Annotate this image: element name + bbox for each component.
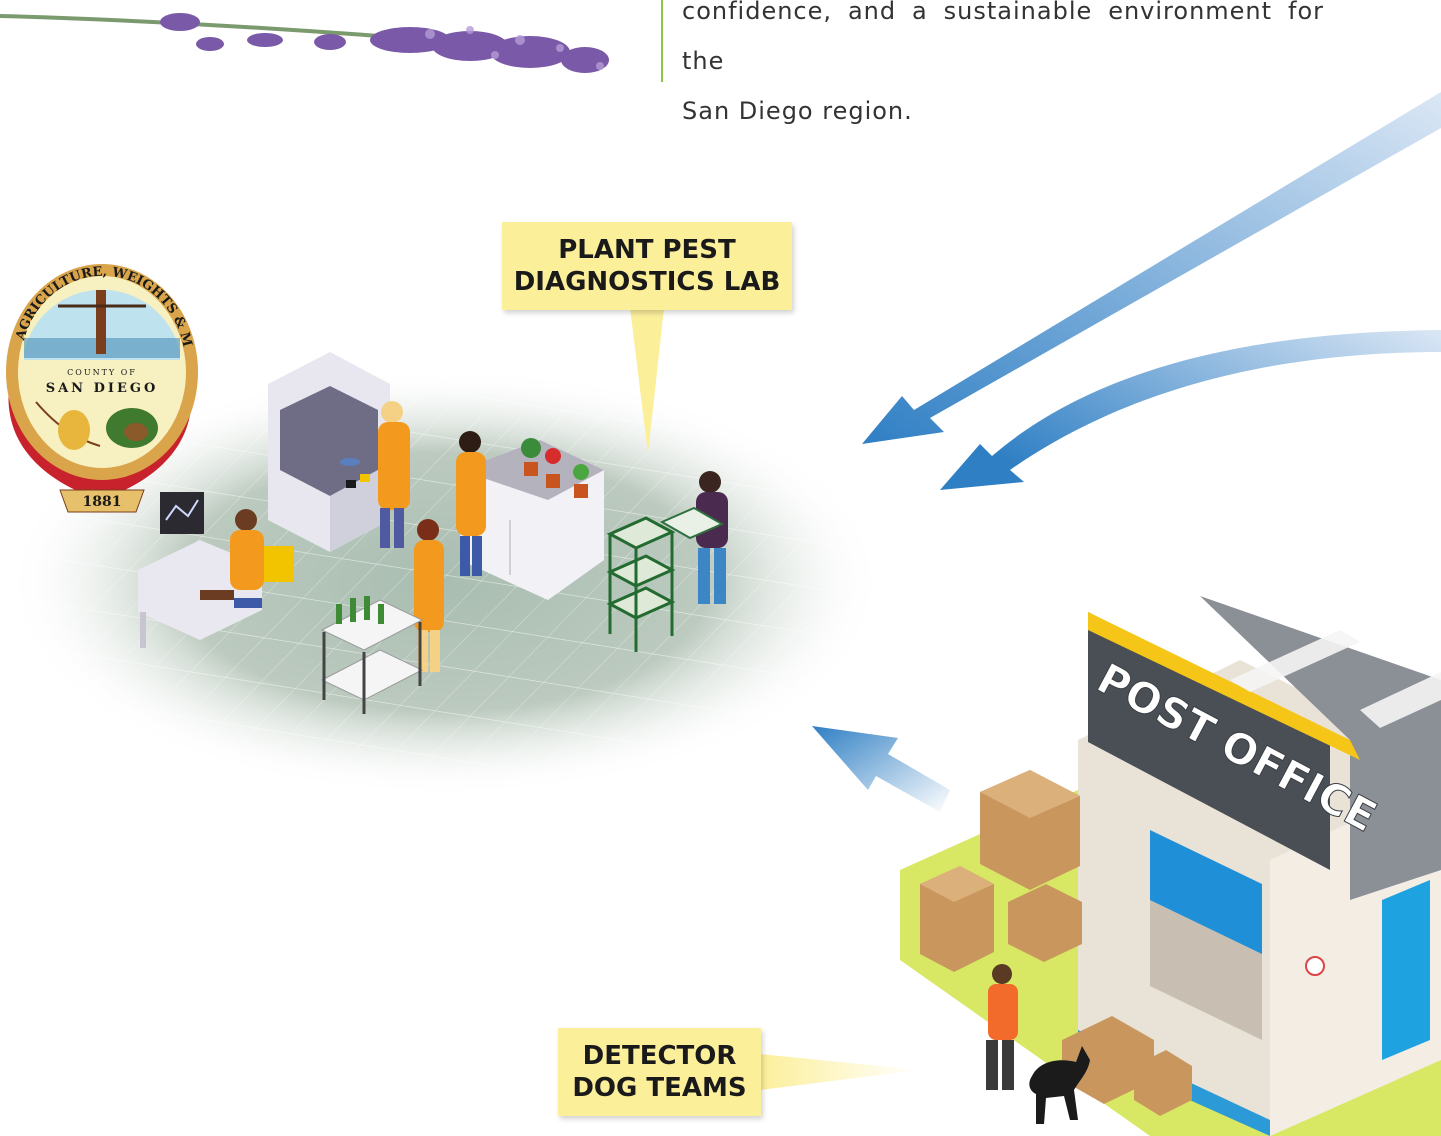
lab-callout-line-1: PLANT PEST xyxy=(558,235,736,265)
lavender-sprig xyxy=(0,13,609,73)
lab-callout-pointer xyxy=(630,308,664,454)
arrow-middle xyxy=(940,330,1441,490)
detector-dog-callout: DETECTOR DOG TEAMS xyxy=(558,1028,761,1116)
lab-worker-cart xyxy=(414,519,444,672)
dog-callout-line-1: DETECTOR xyxy=(582,1041,737,1071)
lab-worker-tray xyxy=(659,471,728,604)
seal-year: 1881 xyxy=(83,494,122,510)
dog-callout-pointer xyxy=(760,1054,920,1090)
dog-callout-line-2: DOG TEAMS xyxy=(572,1073,747,1103)
plant-pest-lab-callout: PLANT PEST DIAGNOSTICS LAB xyxy=(502,222,792,310)
detector-dog xyxy=(1029,1046,1090,1124)
shipping-boxes xyxy=(920,770,1192,1116)
intro-paragraph: confidence, and a sustainable environmen… xyxy=(682,0,1324,136)
plant-shelf xyxy=(606,516,676,652)
lab-worker-plants xyxy=(456,431,486,576)
seal-county-name: SAN DIEGO xyxy=(46,381,159,396)
lab-worker-hood xyxy=(378,401,410,548)
lab-worker-seated xyxy=(200,509,264,608)
county-seal xyxy=(6,264,198,513)
fume-hood xyxy=(268,352,390,552)
arrow-top xyxy=(862,92,1441,444)
seal-county-of: COUNTY OF xyxy=(67,368,137,377)
dog-handler xyxy=(986,964,1018,1090)
intro-line-2: San Diego region. xyxy=(682,97,913,125)
intro-line-1: confidence, and a sustainable environmen… xyxy=(682,0,1324,75)
lab-callout-line-2: DIAGNOSTICS LAB xyxy=(513,267,781,297)
potted-plants xyxy=(521,438,589,498)
plant-cart xyxy=(320,596,424,714)
intro-divider xyxy=(661,0,663,82)
arrow-lower xyxy=(812,726,950,812)
